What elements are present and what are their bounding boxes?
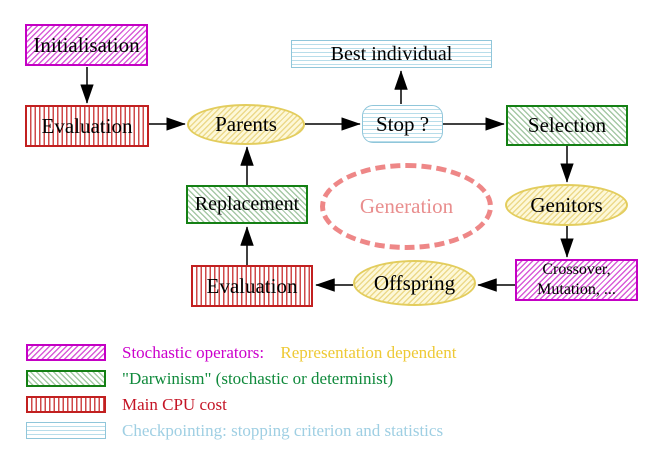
legend-swatch-magenta-hatch (26, 344, 106, 361)
node-evaluation-bottom: Evaluation (191, 265, 313, 307)
generation-label: Generation (359, 194, 454, 218)
legend-swatch-red-stripes (26, 396, 106, 413)
node-selection: Selection (506, 105, 628, 146)
node-label: Best individual (330, 42, 453, 65)
node-parents: Parents (187, 104, 305, 145)
node-label: Evaluation (41, 113, 133, 138)
legend-row-stochastic: Stochastic operators: Representation dep… (26, 343, 656, 363)
node-label: Initialisation (33, 32, 140, 57)
legend-row-cpu-cost: Main CPU cost (26, 394, 656, 414)
legend-row-darwinism: "Darwinism" (stochastic or determinist) (26, 368, 656, 388)
generation-cycle-ellipse: Generation (320, 163, 493, 250)
node-evaluation-top: Evaluation (25, 105, 149, 147)
node-stop: Stop ? (362, 105, 443, 143)
node-label: Genitors (530, 192, 603, 217)
legend-text-representation: Representation dependent (280, 342, 457, 362)
node-offspring: Offspring (353, 260, 476, 306)
node-best-individual: Best individual (291, 40, 492, 68)
node-label: Replacement (194, 193, 300, 215)
legend-swatch-cyan-stripes (26, 422, 106, 439)
node-crossover-mutation: Crossover, Mutation, ... (515, 259, 638, 301)
legend-text-stochastic: Stochastic operators: (122, 342, 265, 362)
node-label: Offspring (373, 270, 456, 295)
node-label: Parents (215, 112, 277, 137)
node-label: Selection (527, 113, 607, 138)
node-label: Evaluation (206, 273, 298, 298)
legend-text-checkpointing: Checkpointing: stopping criterion and st… (122, 420, 444, 440)
node-replacement: Replacement (186, 185, 308, 224)
legend-row-checkpointing: Checkpointing: stopping criterion and st… (26, 420, 656, 440)
legend-text-darwinism: "Darwinism" (stochastic or determinist) (122, 368, 394, 388)
legend-label: Stochastic operators: Representation dep… (122, 343, 456, 363)
legend-text-cpu-cost: Main CPU cost (122, 394, 227, 414)
node-label: Crossover, Mutation, ... (537, 261, 616, 298)
node-genitors: Genitors (505, 184, 628, 226)
legend: Stochastic operators: Representation dep… (26, 343, 656, 448)
legend-swatch-green-hatch (26, 370, 106, 387)
node-initialisation: Initialisation (25, 24, 148, 66)
node-label: Stop ? (375, 111, 430, 136)
